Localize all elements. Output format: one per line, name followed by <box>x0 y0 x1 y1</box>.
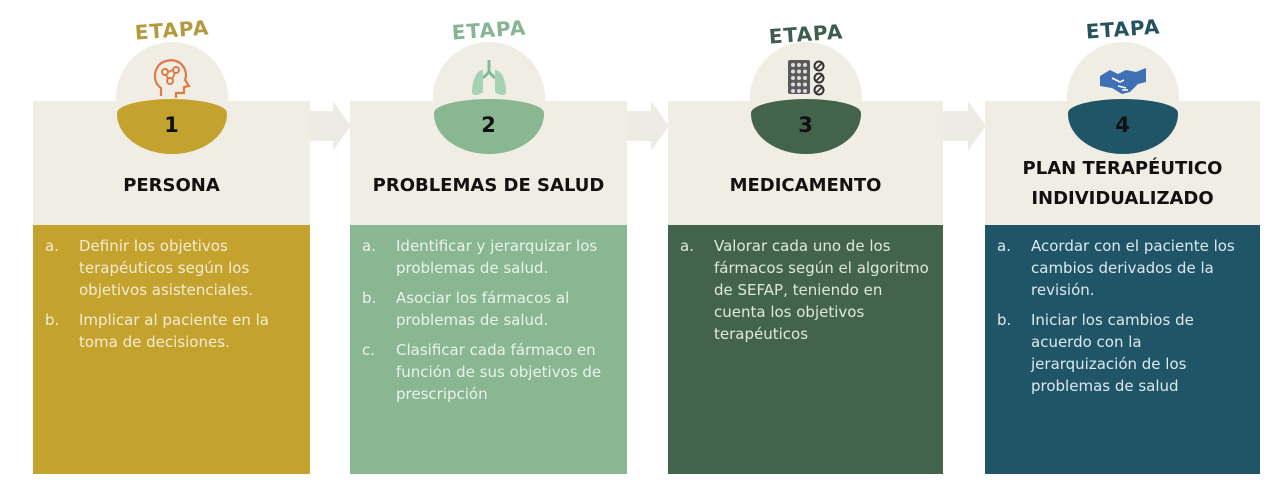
stage-body-2: a. Identificar y jerarquizar los problema… <box>350 225 627 474</box>
list-item-text: Valorar cada uno de los fármacos según e… <box>714 237 929 343</box>
stage-number-1: 1 <box>164 112 179 137</box>
connector-arrow-1 <box>306 96 354 156</box>
list-item-text: Clasificar cada fármaco en función de su… <box>396 341 602 403</box>
stage-body-4: a. Acordar con el paciente los cambios de… <box>985 225 1260 474</box>
stage-title-1: PERSONA <box>123 175 220 196</box>
list-item-marker: b. <box>997 311 1012 329</box>
connector-arrow-3 <box>941 96 989 156</box>
list-item: c. Clasificar cada fármaco en función de … <box>362 339 617 405</box>
stage-body-1: a. Definir los objetivos terapéuticos seg… <box>33 225 310 474</box>
list-item: a. Acordar con el paciente los cambios de… <box>997 235 1250 301</box>
list-item-marker: a. <box>45 237 59 255</box>
stage-number-2: 2 <box>481 112 496 137</box>
list-item: b. Asociar los fármacos al problemas de s… <box>362 287 617 331</box>
list-item-text: Iniciar los cambios de acuerdo con la je… <box>1031 311 1194 395</box>
list-item-text: Implicar al paciente en la toma de decis… <box>79 311 269 351</box>
stage-title-3: MEDICAMENTO <box>729 175 882 196</box>
stage-body-3: a. Valorar cada uno de los fármacos según… <box>668 225 943 474</box>
stage-title-4: PLAN TERAPÉUTICO INDIVIDUALIZADO <box>1022 158 1223 209</box>
stage-number-4: 4 <box>1115 112 1130 137</box>
list-item: a. Identificar y jerarquizar los problema… <box>362 235 617 279</box>
list-item-text: Asociar los fármacos al problemas de sal… <box>396 289 570 329</box>
list-item-marker: b. <box>45 311 60 329</box>
list-item: b. Implicar al paciente en la toma de dec… <box>45 309 300 353</box>
list-item-marker: a. <box>997 237 1011 255</box>
list-item-marker: b. <box>362 289 377 307</box>
list-item: a. Valorar cada uno de los fármacos según… <box>680 235 933 345</box>
head-network-icon <box>147 56 197 104</box>
lungs-icon <box>464 56 514 104</box>
pills-icon <box>781 56 831 104</box>
stage-title-2: PROBLEMAS DE SALUD <box>372 175 605 196</box>
handshake-icon <box>1098 56 1148 104</box>
etapa-label-4: ETAPA <box>1084 14 1161 44</box>
stage-number-3: 3 <box>798 112 813 137</box>
list-item: b. Iniciar los cambios de acuerdo con la … <box>997 309 1250 397</box>
list-item-marker: a. <box>680 237 694 255</box>
list-item-marker: a. <box>362 237 376 255</box>
list-item-marker: c. <box>362 341 376 359</box>
connector-arrow-2 <box>624 96 672 156</box>
list-item: a. Definir los objetivos terapéuticos seg… <box>45 235 300 301</box>
list-item-text: Acordar con el paciente los cambios deri… <box>1031 237 1235 299</box>
list-item-text: Identificar y jerarquizar los problemas … <box>396 237 598 277</box>
list-item-text: Definir los objetivos terapéuticos según… <box>79 237 253 299</box>
